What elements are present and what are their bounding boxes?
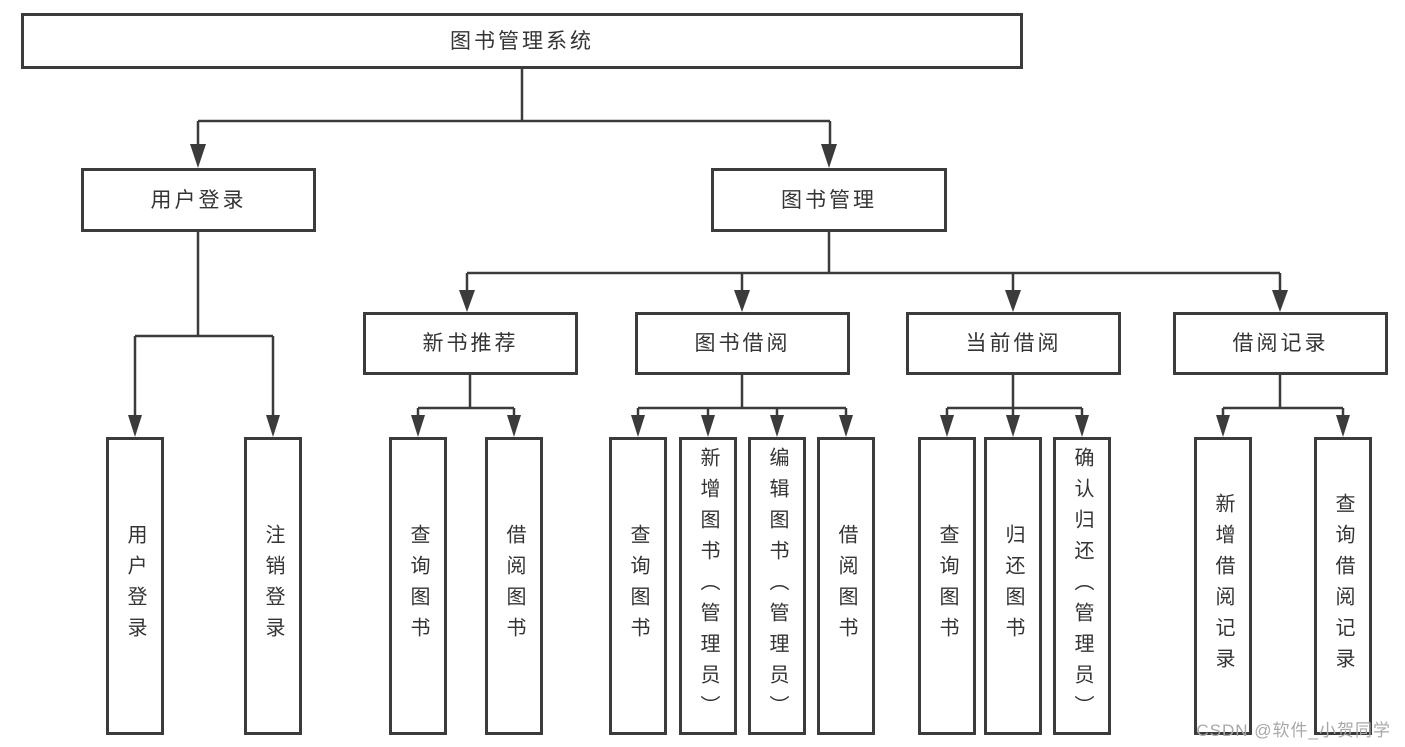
leaf-query-books-recommend: 查询图书 xyxy=(389,437,447,735)
connector-book-management xyxy=(465,232,1282,295)
leaf-borrow-books-recommend: 借阅图书 xyxy=(485,437,543,735)
connector-current-borrow xyxy=(945,375,1084,422)
node-new-book-recommend: 新书推荐 xyxy=(363,312,578,375)
leaf-borrow-books: 借阅图书 xyxy=(817,437,875,735)
arrow-down-icons xyxy=(128,144,1350,437)
node-borrow-records: 借阅记录 xyxy=(1173,312,1388,375)
node-book-borrow: 图书借阅 xyxy=(635,312,850,375)
leaf-confirm-return-admin: 确认归还（管理员） xyxy=(1053,437,1111,735)
leaf-add-books-admin: 新增图书（管理员） xyxy=(679,437,737,735)
leaf-edit-books-admin: 编辑图书（管理员） xyxy=(748,437,806,735)
leaf-query-books-borrow: 查询图书 xyxy=(609,437,667,735)
node-book-management: 图书管理 xyxy=(711,168,947,232)
watermark: CSDN @软件_小贺同学 xyxy=(1196,721,1391,740)
connector-borrow-records xyxy=(1221,375,1345,422)
node-library-management-system: 图书管理系统 xyxy=(21,13,1023,69)
leaf-logout: 注销登录 xyxy=(244,437,302,735)
connector-book-borrow xyxy=(636,375,848,422)
connector-root xyxy=(196,69,832,150)
connector-paths xyxy=(133,69,1345,422)
leaf-query-borrow-record: 查询借阅记录 xyxy=(1314,437,1372,735)
leaf-add-borrow-record: 新增借阅记录 xyxy=(1194,437,1252,735)
leaf-return-books: 归还图书 xyxy=(984,437,1042,735)
connector-new-book-recommend xyxy=(416,375,516,422)
node-user-login: 用户登录 xyxy=(81,168,316,232)
leaf-query-books-current: 查询图书 xyxy=(918,437,976,735)
leaf-user-login: 用户登录 xyxy=(106,437,164,735)
connector-user-login xyxy=(133,232,275,420)
node-current-borrow: 当前借阅 xyxy=(906,312,1121,375)
